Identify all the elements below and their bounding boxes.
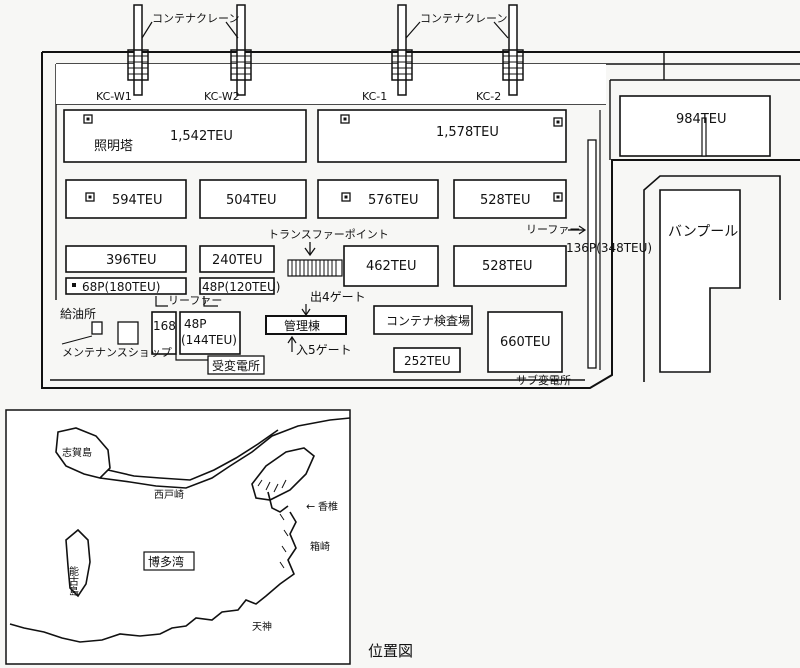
crane-pointer-west	[141, 21, 239, 39]
reefer-right-label: リーファー	[526, 223, 580, 236]
yard-1578-label: 1,578TEU	[436, 125, 499, 140]
maintenance-shop-box	[117, 321, 139, 345]
location-map-frame	[5, 409, 351, 665]
yard-594: 594TEU	[65, 179, 187, 219]
fuel-station-box	[91, 321, 103, 335]
yard-576: 576TEU	[317, 179, 439, 219]
yard-1578: 1,578TEU	[317, 109, 567, 163]
map-label-tenjin: 天神	[252, 620, 272, 633]
yard-504-label: 504TEU	[226, 193, 276, 208]
yard-984-label: 984TEU	[676, 112, 726, 127]
admin-building: 管理棟	[265, 315, 347, 335]
map-label-kashii-arrow: ←	[306, 500, 315, 513]
exit-gate-label: 出4ゲート	[310, 290, 366, 304]
yard-68p: 68P(180TEU)	[65, 277, 187, 295]
yard-1542-label: 1,542TEU	[170, 129, 233, 144]
yard-984: 984TEU	[619, 95, 771, 157]
yard-48p-label: 48P(120TEU)	[202, 280, 280, 294]
yard-504: 504TEU	[199, 179, 307, 219]
lighting-tower-label: 照明塔	[94, 139, 133, 154]
yard-528a-label: 528TEU	[480, 193, 530, 208]
crane-kc-w1	[127, 4, 149, 96]
yard-1542: 1,542TEU	[63, 109, 307, 163]
maintenance-shop-pointer	[61, 335, 93, 345]
yard-48p2-label: 48P	[184, 317, 207, 331]
crane-kc-2	[502, 4, 524, 96]
substation: 受変電所	[207, 355, 265, 375]
location-map-coastline	[9, 417, 351, 643]
reefer-left-brackets	[155, 296, 218, 307]
yard-528a: 528TEU	[453, 179, 567, 219]
yard-168-label: 168	[153, 319, 176, 333]
yard-144-label: (144TEU)	[181, 333, 237, 347]
yard-68p-label: 68P(180TEU)	[82, 280, 160, 294]
reefer-left-label: リーファー	[168, 294, 222, 307]
yard-528b-label: 528TEU	[482, 259, 532, 274]
inspection-label: コンテナ検査場	[386, 314, 470, 328]
yard-660: 660TEU	[487, 311, 563, 373]
transfer-point-label: トランスファーポイント	[268, 228, 389, 241]
yard-462: 462TEU	[343, 245, 439, 287]
yard-252: 252TEU	[393, 347, 461, 373]
yard-462-label: 462TEU	[366, 259, 416, 274]
map-label-nokonoshima: 能古島	[67, 565, 79, 597]
fuel-station-label: 給油所	[60, 307, 96, 321]
map-label-hakozaki: 箱崎	[310, 540, 330, 553]
map-label-kashii: 香椎	[318, 500, 338, 513]
inspection-area: コンテナ検査場	[373, 305, 473, 335]
sub-substation-label: サブ変電所	[516, 373, 571, 387]
admin-building-label: 管理棟	[284, 318, 320, 333]
crane-kc-1	[391, 4, 413, 96]
entry-gate-label: 入5ゲート	[296, 343, 352, 357]
yard-48p: 48P(120TEU)	[199, 277, 280, 295]
crane-label-east: コンテナクレーン	[420, 12, 507, 25]
berth-label-kc-w2: KC-W2	[204, 90, 240, 103]
crane-pointer-east	[405, 21, 509, 39]
yard-48p-144: 48P (144TEU)	[179, 311, 241, 355]
reefer-strip-right	[587, 139, 597, 369]
yard-168: 168	[151, 311, 177, 355]
maintenance-shop-label: メンテナンスショップ	[62, 346, 172, 359]
substation-label: 受変電所	[212, 358, 260, 373]
yard-576-label: 576TEU	[368, 193, 418, 208]
reefer-right-arrow	[568, 225, 587, 235]
location-map-texture	[257, 479, 289, 569]
yard-660-label: 660TEU	[500, 335, 550, 350]
transfer-point-stripes	[287, 259, 343, 277]
yard-396-label: 396TEU	[106, 253, 156, 268]
yard-528b: 528TEU	[453, 245, 567, 287]
hakata-bay-box	[143, 551, 195, 571]
yard-594-label: 594TEU	[112, 193, 162, 208]
location-map-caption: 位置図	[368, 642, 414, 660]
map-label-shikanoshima: 志賀島	[62, 446, 92, 459]
van-pool: バンプール	[643, 175, 781, 382]
yard-240: 240TEU	[199, 245, 275, 273]
berth-label-kc-w1: KC-W1	[96, 90, 132, 103]
exit-gate-arrow	[301, 304, 311, 317]
crane-label-west: コンテナクレーン	[152, 12, 239, 25]
yard-396: 396TEU	[65, 245, 187, 273]
map-label-saitozaki: 西戸崎	[154, 488, 184, 501]
map-label-hakata-bay: 博多湾	[148, 554, 184, 569]
van-pool-label: バンプール	[668, 224, 738, 240]
yard-252-label: 252TEU	[404, 354, 451, 368]
entry-gate-arrow	[287, 335, 297, 352]
yard-136p-label: 136P(348TEU)	[566, 241, 652, 255]
transfer-point-arrow	[304, 242, 316, 257]
berth-label-kc-1: KC-1	[362, 90, 387, 103]
berth-label-kc-2: KC-2	[476, 90, 501, 103]
yard-240-label: 240TEU	[212, 253, 262, 268]
crane-kc-w2	[230, 4, 252, 96]
